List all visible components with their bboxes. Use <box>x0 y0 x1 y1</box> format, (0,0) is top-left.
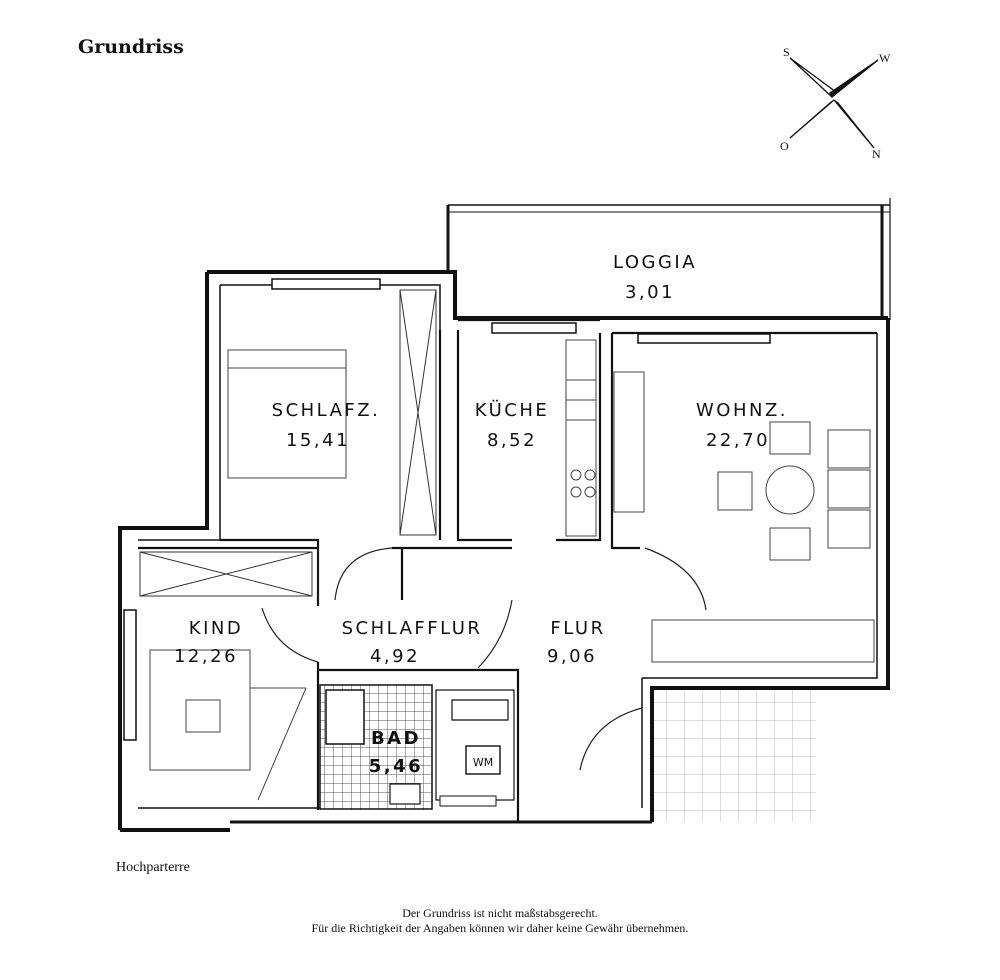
compass-east: O <box>780 139 789 153</box>
room-schlafflur-name: SCHLAFFLUR <box>342 618 483 639</box>
windows <box>123 278 771 741</box>
compass-north: N <box>872 147 881 161</box>
door-swings <box>261 547 707 771</box>
room-kueche-area: 8,52 <box>487 430 537 451</box>
loggia <box>446 198 891 320</box>
disclaimer-line-1: Der Grundriss ist nicht maßstabsgerecht. <box>402 906 598 920</box>
compass-south: S <box>783 45 790 59</box>
room-bad-name: BAD <box>371 728 421 749</box>
room-bad-area: 5,46 <box>369 756 423 777</box>
room-loggia-name: LOGGIA <box>613 252 697 273</box>
room-flur-area: 9,06 <box>547 646 597 667</box>
washing-machine-label: WM <box>473 756 493 769</box>
floor-level: Hochparterre <box>116 860 190 875</box>
room-loggia-area: 3,01 <box>625 282 675 303</box>
terrace-hatch <box>652 690 816 822</box>
furniture <box>149 339 875 801</box>
room-kind-name: KIND <box>189 618 243 639</box>
wardrobes <box>139 289 437 597</box>
room-schlafz-area: 15,41 <box>286 430 350 451</box>
bathroom <box>319 684 515 810</box>
room-wohnz-area: 22,70 <box>706 430 770 451</box>
compass-rose: S W O N <box>780 45 891 161</box>
room-schlafz-name: SCHLAFZ. <box>272 400 381 421</box>
room-flur-name: FLUR <box>550 618 605 639</box>
page-title: Grundriss <box>78 36 184 58</box>
disclaimer-line-2: Für die Richtigkeit der Angaben können w… <box>311 921 689 935</box>
room-wohnz-name: WOHNZ. <box>696 400 788 421</box>
room-schlafflur-area: 4,92 <box>370 646 420 667</box>
room-kind-area: 12,26 <box>174 646 238 667</box>
washing-machine <box>465 745 501 775</box>
room-kueche-name: KÜCHE <box>475 399 549 421</box>
interior-walls <box>138 318 877 822</box>
compass-west: W <box>879 51 891 65</box>
